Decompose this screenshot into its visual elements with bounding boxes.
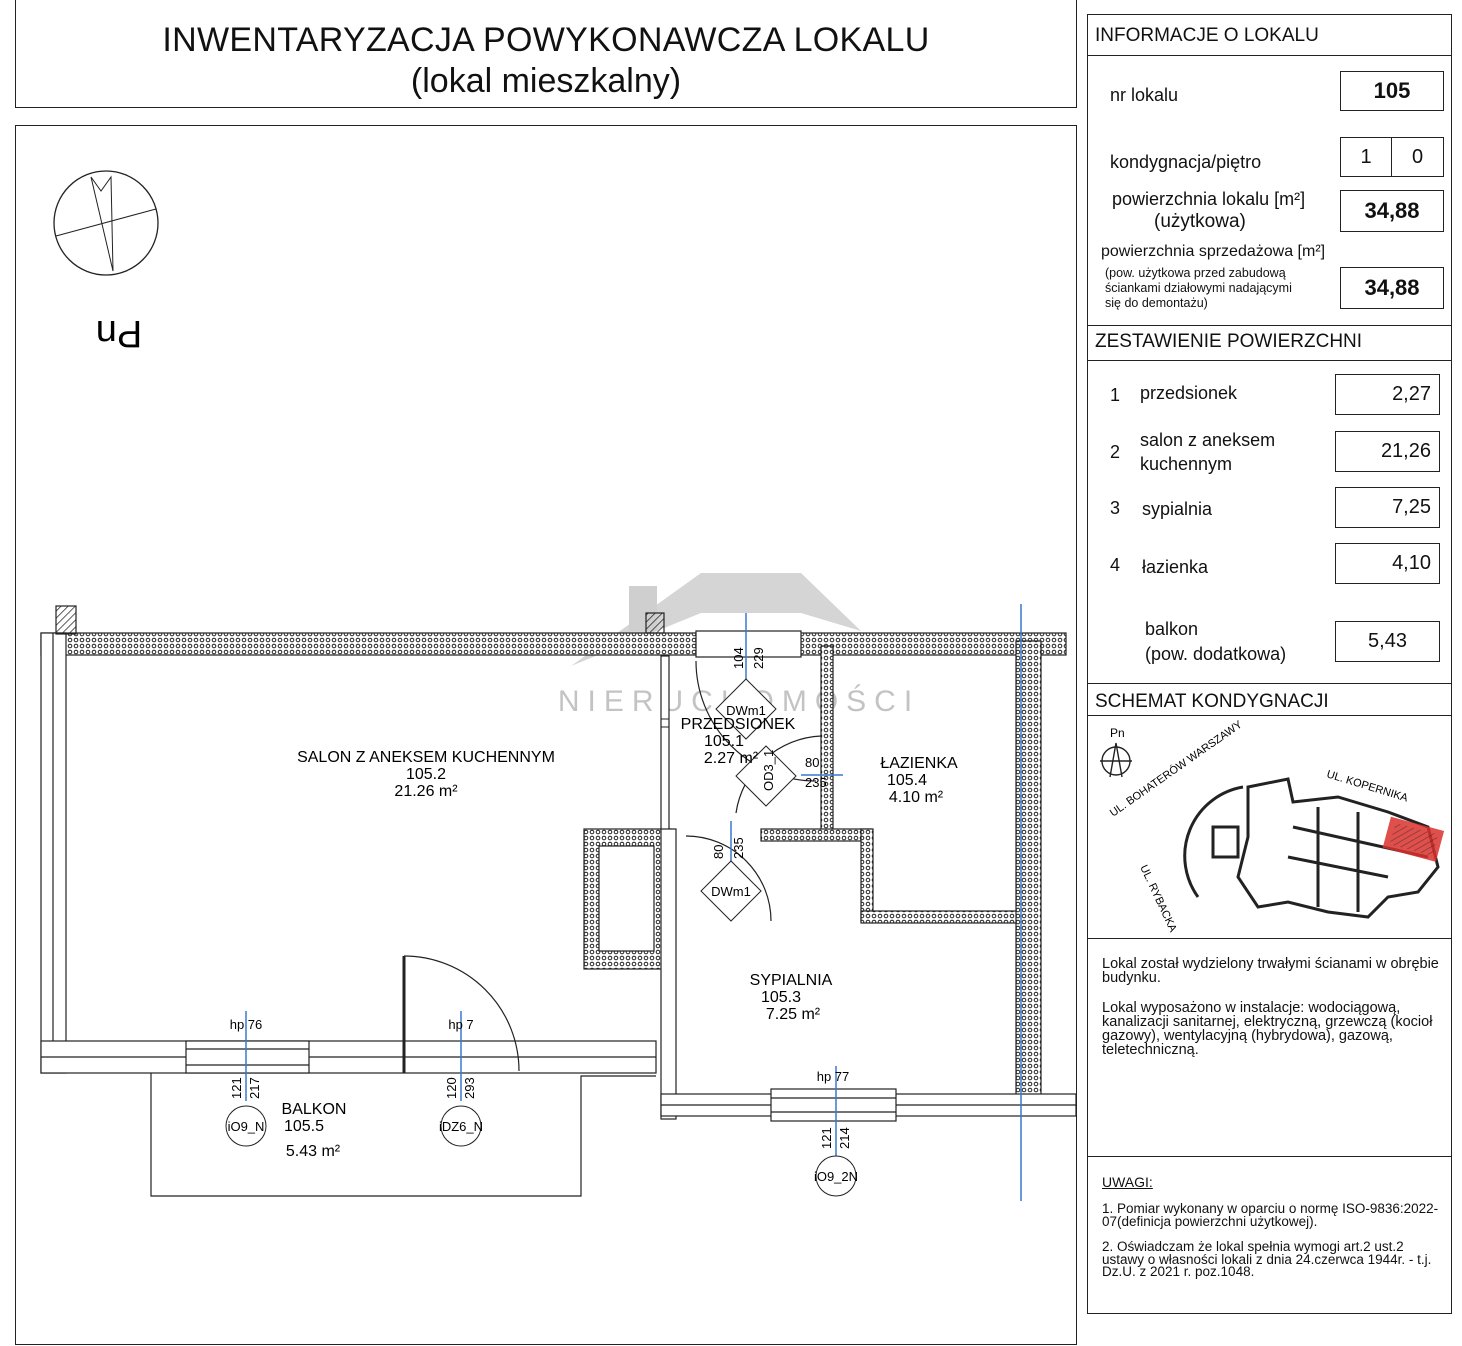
- description-p1: Lokal został wydzielony trwałymi ścianam…: [1102, 956, 1439, 986]
- svg-text:217: 217: [247, 1077, 262, 1099]
- svg-text:293: 293: [462, 1077, 477, 1099]
- floor-plan-frame: Pn NIERUCHOMOŚCI: [15, 125, 1077, 1345]
- room-label-balkon: BALKON 105.5 5.43 m²: [282, 1101, 347, 1160]
- building-outline: [1183, 777, 1440, 919]
- north-label: Pn: [96, 312, 142, 354]
- svg-text:21.26 m²: 21.26 m²: [394, 783, 458, 800]
- svg-text:iO9_2N: iO9_2N: [814, 1169, 858, 1184]
- document-title: INWENTARYZACJA POWYKONAWCZA LOKALU: [162, 21, 930, 59]
- unit-label: nr lokalu: [1110, 85, 1179, 105]
- floor-plan: Pn NIERUCHOMOŚCI: [40, 170, 1077, 1201]
- street-label: UL. RYBACKA: [1137, 863, 1179, 934]
- svg-text:121: 121: [819, 1127, 834, 1149]
- svg-text:105.1: 105.1: [704, 733, 744, 750]
- street-label: UL. KOPERNIKA: [1325, 768, 1410, 804]
- floor-value-b: 0: [1391, 137, 1444, 177]
- door-dwm1-top: DWm1 104 229: [715, 647, 777, 740]
- north-arrow-icon: Pn: [53, 170, 159, 354]
- unit-value: 105: [1340, 71, 1444, 111]
- window-io92n: hp 77 iO9_2N 121 214: [814, 1069, 858, 1197]
- svg-text:4.10 m²: 4.10 m²: [889, 789, 944, 806]
- title-block: INWENTARYZACJA POWYKONAWCZA LOKALU (loka…: [15, 0, 1077, 108]
- note-2: 2. Oświadczam że lokal spełnia wymogi ar…: [1102, 1239, 1432, 1279]
- scheme-header: SCHEMAT KONDYGNACJI: [1095, 691, 1329, 712]
- info-panel: INFORMACJE O LOKALU nr lokalu 105 kondyg…: [1087, 14, 1452, 1314]
- svg-text:SALON Z ANEKSEM KUCHENNYM: SALON Z ANEKSEM KUCHENNYM: [297, 749, 555, 766]
- area-label: powierzchnia lokalu [m²]: [1112, 189, 1306, 209]
- svg-text:105.4: 105.4: [887, 772, 927, 789]
- room-label-salon: SALON Z ANEKSEM KUCHENNYM 105.2 21.26 m²: [297, 749, 555, 800]
- svg-text:OD3_1: OD3_1: [761, 750, 776, 791]
- summary-header: ZESTAWIENIE POWIERZCHNI: [1095, 331, 1363, 352]
- svg-text:80: 80: [805, 755, 819, 770]
- note-1: 1. Pomiar wykonany w oparciu o normę ISO…: [1102, 1201, 1439, 1229]
- room-label-lazienka: ŁAZIENKA 105.4 4.10 m²: [880, 755, 958, 806]
- dimension-lines: [245, 604, 1022, 1201]
- svg-text:229: 229: [751, 647, 766, 669]
- sale-value: 34,88: [1340, 267, 1444, 309]
- svg-text:105.2: 105.2: [406, 766, 446, 783]
- info-header: INFORMACJE O LOKALU: [1095, 25, 1319, 46]
- svg-text:PRZEDSIONEK: PRZEDSIONEK: [681, 716, 796, 733]
- svg-text:iO9_N: iO9_N: [228, 1119, 265, 1134]
- svg-text:hp 7: hp 7: [448, 1017, 473, 1032]
- svg-text:2.27 m²: 2.27 m²: [704, 750, 759, 767]
- floor-label: kondygnacja/piętro: [1110, 152, 1262, 172]
- svg-text:120: 120: [444, 1077, 459, 1099]
- north-arrow-icon: [1100, 742, 1132, 778]
- room-label-przedsionek: PRZEDSIONEK 105.1 2.27 m²: [660, 716, 796, 767]
- svg-text:iDZ6_N: iDZ6_N: [439, 1119, 483, 1134]
- notes-header: UWAGI:: [1102, 1174, 1153, 1190]
- description-p2: Lokal wyposażono w instalacje: wodociągo…: [1102, 1000, 1433, 1058]
- svg-text:214: 214: [837, 1127, 852, 1149]
- svg-text:ŁAZIENKA: ŁAZIENKA: [880, 755, 958, 772]
- door-od3: OD3_1 80 235: [735, 745, 827, 807]
- svg-text:DWm1: DWm1: [711, 884, 751, 899]
- window-idz6n: hp 7 iDZ6_N 120 293: [439, 1017, 483, 1147]
- svg-text:105.5: 105.5: [284, 1118, 324, 1135]
- svg-text:235: 235: [805, 775, 827, 790]
- svg-text:BALKON: BALKON: [282, 1101, 347, 1118]
- scheme-north-label: Pn: [1110, 726, 1125, 740]
- unit-highlight: [1382, 816, 1445, 862]
- svg-text:104: 104: [731, 647, 746, 669]
- document-subtitle: (lokal mieszkalny): [410, 62, 682, 100]
- area-sub: (użytkowa): [1154, 211, 1246, 232]
- area-value: 34,88: [1340, 190, 1444, 232]
- window-io9n: hp 76 iO9_N 121 217: [225, 1017, 267, 1147]
- svg-text:SYPIALNIA: SYPIALNIA: [750, 972, 833, 989]
- svg-text:80: 80: [711, 845, 726, 859]
- room-label-sypialnia: SYPIALNIA 105.3 7.25 m²: [750, 972, 833, 1023]
- svg-text:DWm1: DWm1: [726, 703, 766, 718]
- sale-label: powierzchnia sprzedażowa [m²]: [1101, 243, 1326, 260]
- building-scheme: Pn UL. BOHATERÓW WARSZAWY UL. KOPERNIKA …: [1100, 718, 1445, 935]
- floor-value-a: 1: [1340, 137, 1392, 177]
- walls: [40, 605, 1077, 1197]
- svg-text:7.25 m²: 7.25 m²: [766, 1006, 821, 1023]
- svg-text:hp 77: hp 77: [817, 1069, 850, 1084]
- svg-text:105.3: 105.3: [761, 989, 801, 1006]
- svg-text:hp 76: hp 76: [230, 1017, 263, 1032]
- svg-text:121: 121: [229, 1077, 244, 1099]
- svg-text:235: 235: [731, 837, 746, 859]
- door-dwm1-bedroom: DWm1 80 235: [700, 837, 762, 922]
- svg-text:5.43 m²: 5.43 m²: [286, 1143, 341, 1160]
